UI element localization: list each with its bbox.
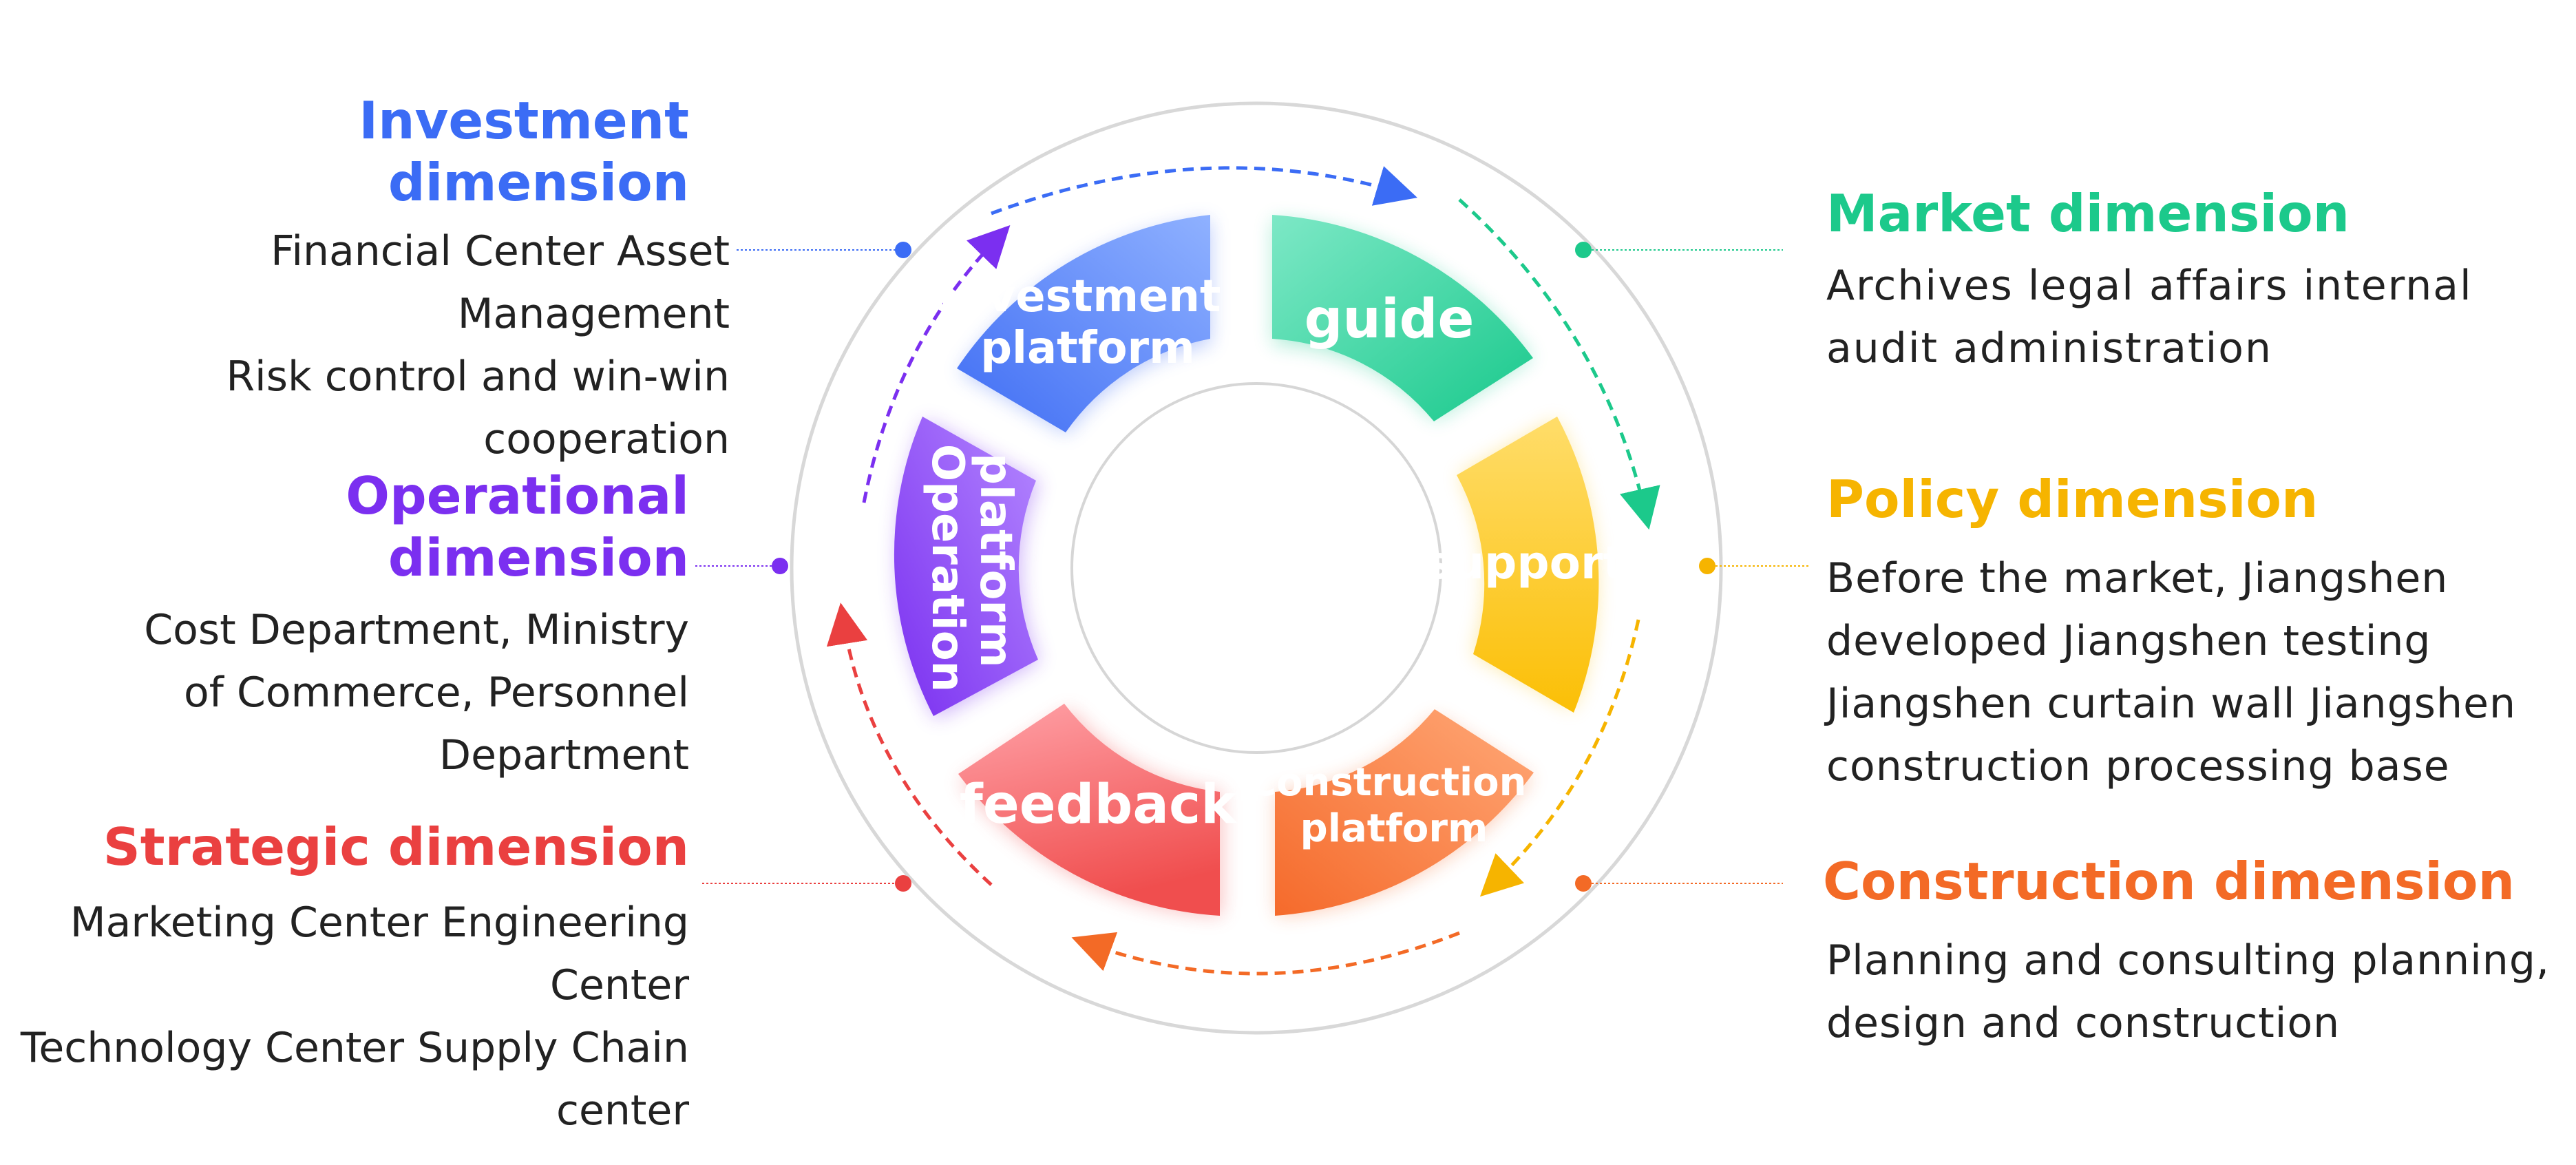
flow-arrow-green: [1458, 198, 1660, 530]
segment-label-investment: Investment platform: [939, 271, 1236, 374]
flow-arrow-purple: [862, 225, 1011, 503]
operational-dimension-desc: Cost Department, Ministry of Commerce, P…: [144, 606, 689, 779]
segment-label-guide: guide: [1305, 288, 1475, 350]
market-dimension-desc: Archives legal affairs internal audit ad…: [1826, 262, 2473, 372]
flow-arrow-orange: [1071, 931, 1460, 976]
strategic-dimension-title: Strategic dimension: [103, 817, 689, 877]
segment-label-operation: platform Operation: [922, 444, 1021, 692]
inner-ring: [1070, 382, 1442, 754]
segment-label-support: support: [1425, 536, 1625, 589]
investment-dimension-title: Investment dimension: [359, 90, 689, 213]
policy-dimension-desc: Before the market, Jiangshen developed J…: [1826, 554, 2517, 790]
construction-dimension-desc: Planning and consulting planning, design…: [1826, 936, 2550, 1047]
segment-construction-platform: [1275, 709, 1534, 916]
segment-label-construction: Construction platform: [1248, 760, 1540, 851]
flow-arrow-yellow: [1479, 619, 1640, 897]
strategic-dimension-desc: Marketing Center Engineering Center Tech…: [20, 899, 689, 1135]
segment-investment-platform: [957, 215, 1210, 432]
flow-arrow-red: [826, 602, 993, 886]
segment-feedback: [958, 704, 1220, 916]
outer-ring: [790, 101, 1723, 1035]
segment-guide: [1272, 215, 1533, 421]
segment-support: [1457, 417, 1599, 713]
construction-dimension-title: Construction dimension: [1823, 851, 2515, 912]
connectors: [695, 242, 1810, 892]
operational-dimension-title: Operational dimension: [346, 465, 689, 588]
flow-arrow-blue: [991, 166, 1417, 216]
policy-dimension-title: Policy dimension: [1826, 469, 2319, 529]
segment-label-feedback: feedback: [960, 774, 1238, 836]
market-dimension-title: Market dimension: [1826, 183, 2350, 244]
segment-operation-platform: [894, 417, 1038, 716]
investment-dimension-desc: Financial Center Asset Management Risk c…: [226, 227, 730, 463]
